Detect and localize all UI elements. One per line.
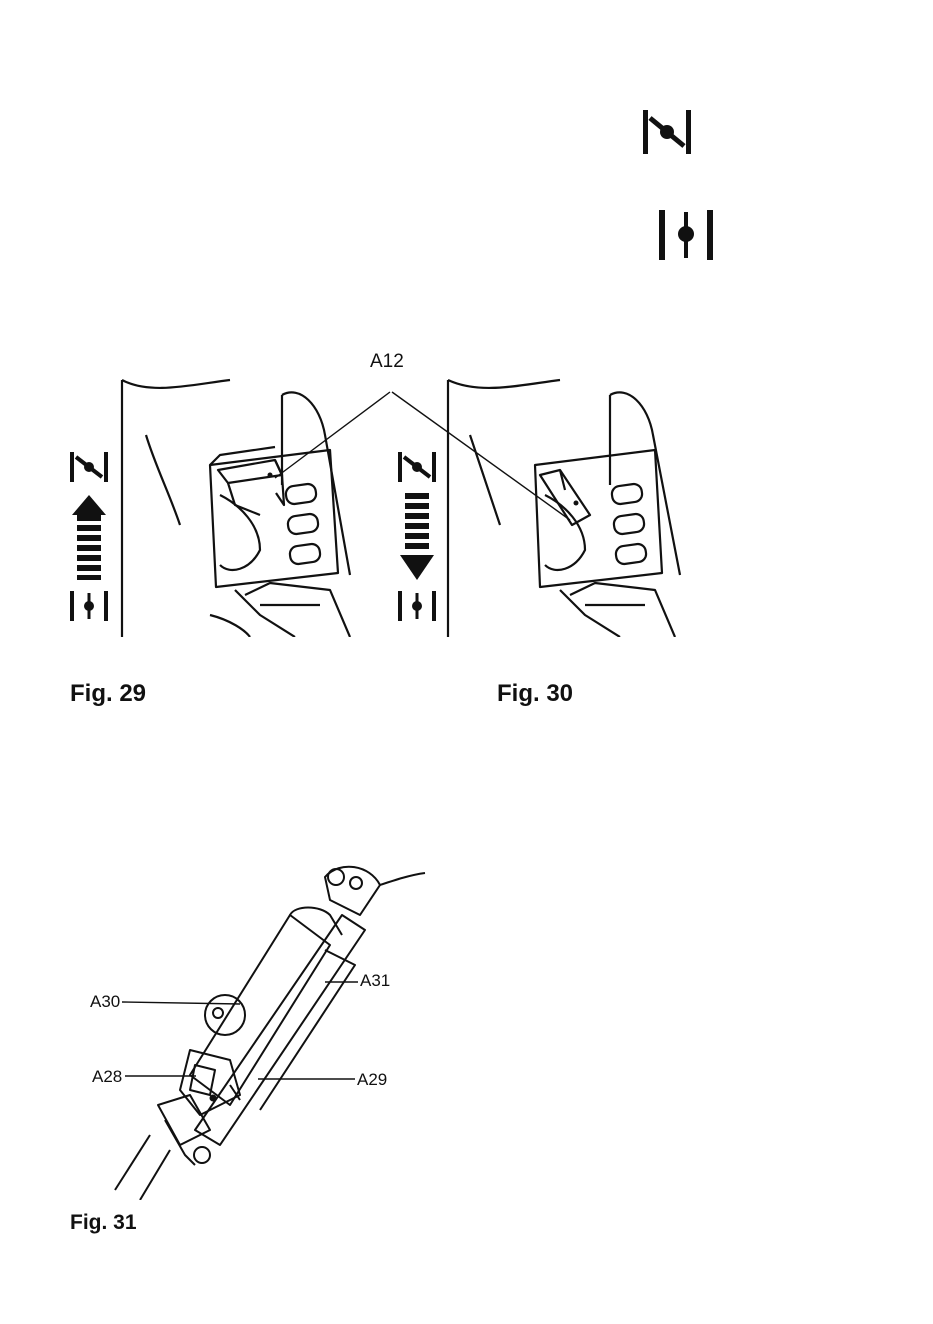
callout-a29: A29 bbox=[357, 1071, 387, 1088]
callout-a30: A30 bbox=[90, 993, 120, 1010]
callout-a31: A31 bbox=[360, 972, 390, 989]
callout-a28: A28 bbox=[92, 1068, 122, 1085]
fig31-caption: Fig. 31 bbox=[70, 1212, 137, 1233]
